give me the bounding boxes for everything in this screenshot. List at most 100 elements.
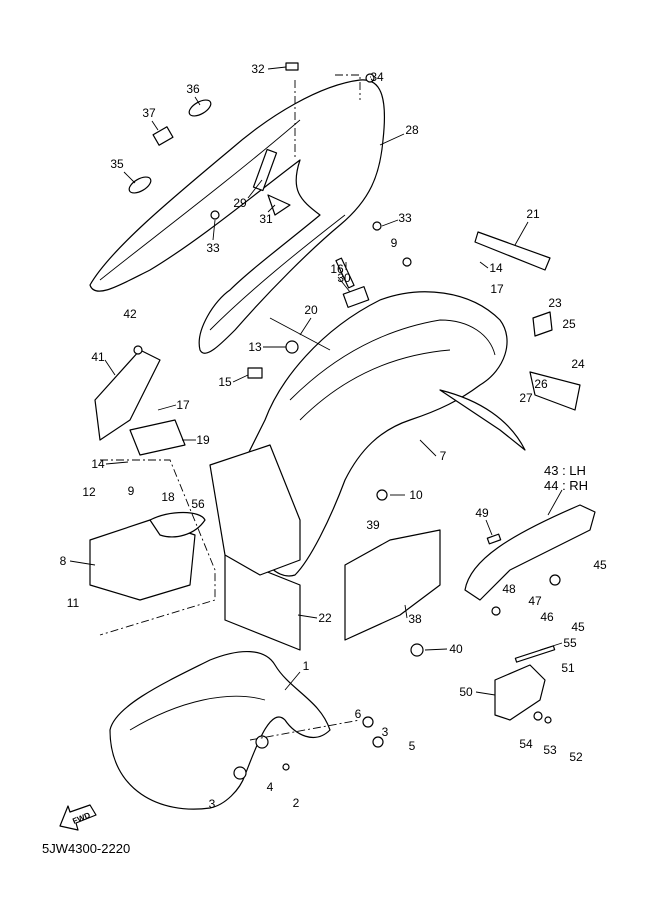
part-10 <box>376 489 388 501</box>
part-16 <box>342 286 370 308</box>
callout-38: 38 <box>408 612 422 626</box>
callout-17: 17 <box>490 282 504 296</box>
callout-36: 36 <box>186 82 200 96</box>
callout-50: 50 <box>459 685 473 699</box>
part-20-strap <box>269 317 331 351</box>
callout-31: 31 <box>259 212 273 226</box>
callout-10: 10 <box>409 488 423 502</box>
part-37 <box>152 126 174 146</box>
inner-box <box>209 444 301 576</box>
callout-13: 13 <box>248 340 262 354</box>
part-24 <box>529 371 581 411</box>
callout-33: 33 <box>206 241 220 255</box>
callout-3: 3 <box>381 725 389 739</box>
callout-45: 45 <box>593 558 607 572</box>
callout-39: 39 <box>366 518 380 532</box>
callout-17b: 17 <box>176 398 190 412</box>
callout-32: 32 <box>251 62 265 76</box>
callout-56: 56 <box>191 497 205 511</box>
part-40 <box>410 643 424 657</box>
callout-9: 9 <box>390 236 398 250</box>
part-53 <box>544 716 552 724</box>
part-15 <box>247 367 263 379</box>
part-38 <box>344 529 441 641</box>
part-21 <box>474 231 551 271</box>
callout-55: 55 <box>563 636 577 650</box>
callout-24: 24 <box>571 357 585 371</box>
callout-5: 5 <box>408 739 416 753</box>
callout-9b: 9 <box>127 484 135 498</box>
callout-42: 42 <box>123 307 137 321</box>
callout-18: 18 <box>161 490 175 504</box>
callout-33b: 33 <box>398 211 412 225</box>
part-55 <box>514 645 556 663</box>
part-46 <box>549 574 561 586</box>
callout-52: 52 <box>569 750 583 764</box>
part-29-strip <box>252 148 278 192</box>
part-33b <box>372 221 382 231</box>
callout-26: 26 <box>534 377 548 391</box>
label-lh: 43 : LH <box>544 463 586 478</box>
callout-22: 22 <box>318 611 332 625</box>
callout-21: 21 <box>526 207 540 221</box>
callout-3b: 3 <box>208 797 216 811</box>
part-34 <box>365 73 375 83</box>
part-32 <box>285 62 299 71</box>
part-54 <box>533 711 543 721</box>
part-30 <box>335 257 355 289</box>
part-48 <box>491 606 501 616</box>
part-22 <box>224 554 301 651</box>
part-43-44 <box>464 504 596 601</box>
callout-51: 51 <box>561 661 575 675</box>
callout-40: 40 <box>449 642 463 656</box>
part-50 <box>494 664 546 721</box>
callout-25: 25 <box>562 317 576 331</box>
part-33 <box>210 210 220 220</box>
part-3-collar <box>255 735 269 749</box>
part-35 <box>128 176 152 194</box>
part-4-washer <box>282 763 290 771</box>
callout-48: 48 <box>502 582 516 596</box>
callout-41: 41 <box>91 350 105 364</box>
callout-29: 29 <box>233 196 247 210</box>
callout-49: 49 <box>475 506 489 520</box>
callout-16: 16 <box>330 262 344 276</box>
callout-11: 11 <box>66 596 80 610</box>
callout-35: 35 <box>110 157 124 171</box>
callout-2: 2 <box>292 796 300 810</box>
part-3b-collar <box>233 766 247 780</box>
label-rh: 44 : RH <box>544 478 589 493</box>
callout-20: 20 <box>304 303 318 317</box>
part-3c <box>372 736 384 748</box>
callout-14b: 14 <box>91 457 105 471</box>
side-legend: 43 : LH 44 : RH <box>544 463 588 493</box>
part-41 <box>94 349 161 441</box>
fwd-arrow-icon: FWD <box>59 804 97 831</box>
part-31-pad <box>267 194 291 216</box>
callout-30: 30 <box>337 271 351 285</box>
part-7-flap <box>439 389 526 451</box>
callout-46: 46 <box>540 610 554 624</box>
part-6 <box>362 716 374 728</box>
callout-8: 8 <box>59 554 67 568</box>
callout-34: 34 <box>370 70 384 84</box>
front-fender <box>109 650 331 810</box>
callout-15: 15 <box>218 375 232 389</box>
callout-27: 27 <box>519 391 533 405</box>
callout-45b: 45 <box>571 620 585 634</box>
callout-12: 12 <box>82 485 96 499</box>
callout-53: 53 <box>543 743 557 757</box>
callout-37: 37 <box>142 106 156 120</box>
callout-19: 19 <box>196 433 210 447</box>
callout-54: 54 <box>519 737 533 751</box>
callout-14: 14 <box>489 261 503 275</box>
leader-lines <box>69 66 563 696</box>
callout-7: 7 <box>439 449 447 463</box>
part-56 <box>149 511 206 538</box>
callout-4: 4 <box>266 780 274 794</box>
part-49 <box>486 533 502 545</box>
seat-cowl <box>89 79 386 354</box>
part-42 <box>133 345 143 355</box>
